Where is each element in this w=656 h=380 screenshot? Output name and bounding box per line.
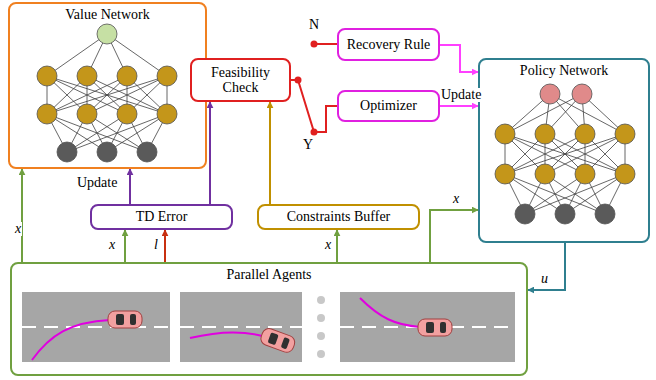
agents-panel: Parallel Agents xyxy=(10,262,528,376)
connector xyxy=(21,169,23,262)
neuron xyxy=(97,24,117,44)
switch-label: Y xyxy=(302,138,314,152)
connector xyxy=(440,45,478,72)
policy-network-box: Policy Network xyxy=(478,58,650,243)
neuron xyxy=(97,142,117,162)
net-link xyxy=(107,34,167,76)
trajectory xyxy=(360,298,420,327)
process-box: Optimizer xyxy=(337,90,440,122)
neuron xyxy=(615,164,635,184)
ellipsis-dot xyxy=(317,332,325,340)
neuron xyxy=(37,104,57,124)
road xyxy=(180,292,302,362)
neuron xyxy=(575,164,595,184)
net-link xyxy=(505,134,625,174)
box-title: Value Network xyxy=(61,4,153,22)
neuron xyxy=(37,66,57,86)
neuron xyxy=(572,84,592,104)
neuron xyxy=(540,84,560,104)
trajectory xyxy=(190,332,262,338)
process-box: Feasibility Check xyxy=(190,58,291,102)
neuron xyxy=(77,66,97,86)
neuron xyxy=(495,164,515,184)
connector xyxy=(124,230,126,262)
net-link xyxy=(47,34,107,76)
connector xyxy=(129,169,131,204)
net-link xyxy=(505,134,625,174)
ellipsis-dot xyxy=(317,296,325,304)
edge-label: Update xyxy=(76,176,118,190)
net-link xyxy=(565,174,625,214)
net-link xyxy=(107,114,167,152)
edge-label: x xyxy=(324,238,332,252)
neuron xyxy=(157,66,177,86)
box-label: Feasibility Check xyxy=(192,65,289,96)
lane-line xyxy=(22,326,170,328)
box-label: TD Error xyxy=(132,209,192,224)
neuron xyxy=(595,204,615,224)
edge-label: x xyxy=(108,238,116,252)
connector xyxy=(440,105,478,107)
car xyxy=(259,327,297,355)
edge-label: x xyxy=(14,222,22,236)
connector xyxy=(209,102,211,204)
neuron xyxy=(555,204,575,224)
box-title: Parallel Agents xyxy=(222,264,315,282)
ellipsis-dot xyxy=(317,350,325,358)
car xyxy=(418,319,452,336)
box-title: Policy Network xyxy=(516,60,612,78)
box-label: Constraints Buffer xyxy=(283,209,395,224)
edge-label: x xyxy=(452,192,460,206)
road xyxy=(340,292,515,362)
box-label: Optimizer xyxy=(356,98,421,113)
neuron xyxy=(137,142,157,162)
net-link xyxy=(47,76,167,114)
net-link xyxy=(47,76,167,114)
connector xyxy=(164,230,166,262)
road xyxy=(22,292,170,362)
neuron xyxy=(57,142,77,162)
edge-label: l xyxy=(153,238,159,252)
value-network-box: Value Network xyxy=(8,2,207,169)
neuron xyxy=(535,124,555,144)
trajectory xyxy=(32,320,110,360)
neuron xyxy=(495,124,515,144)
box-label: Recovery Rule xyxy=(343,37,435,52)
road-panels xyxy=(22,292,515,362)
connector xyxy=(528,243,565,290)
neuron xyxy=(515,204,535,224)
process-box: Constraints Buffer xyxy=(257,204,420,230)
neuron xyxy=(615,124,635,144)
process-box: TD Error xyxy=(90,204,233,230)
neuron xyxy=(157,104,177,124)
edge-label: u xyxy=(540,272,549,286)
switch-label: N xyxy=(308,18,320,32)
neuron xyxy=(77,104,97,124)
lane-line xyxy=(180,326,302,328)
neural-nets xyxy=(37,24,635,224)
connector xyxy=(269,102,271,204)
neuron xyxy=(117,104,137,124)
edge-label: Update xyxy=(440,88,482,102)
connector xyxy=(336,230,338,262)
process-box: Recovery Rule xyxy=(337,28,440,61)
ellipsis-dot xyxy=(317,314,325,322)
switch-contact xyxy=(311,41,318,48)
connector xyxy=(430,210,478,262)
neuron xyxy=(117,66,137,86)
connector xyxy=(291,80,337,132)
car xyxy=(108,311,142,328)
neuron xyxy=(575,124,595,144)
neuron xyxy=(535,164,555,184)
